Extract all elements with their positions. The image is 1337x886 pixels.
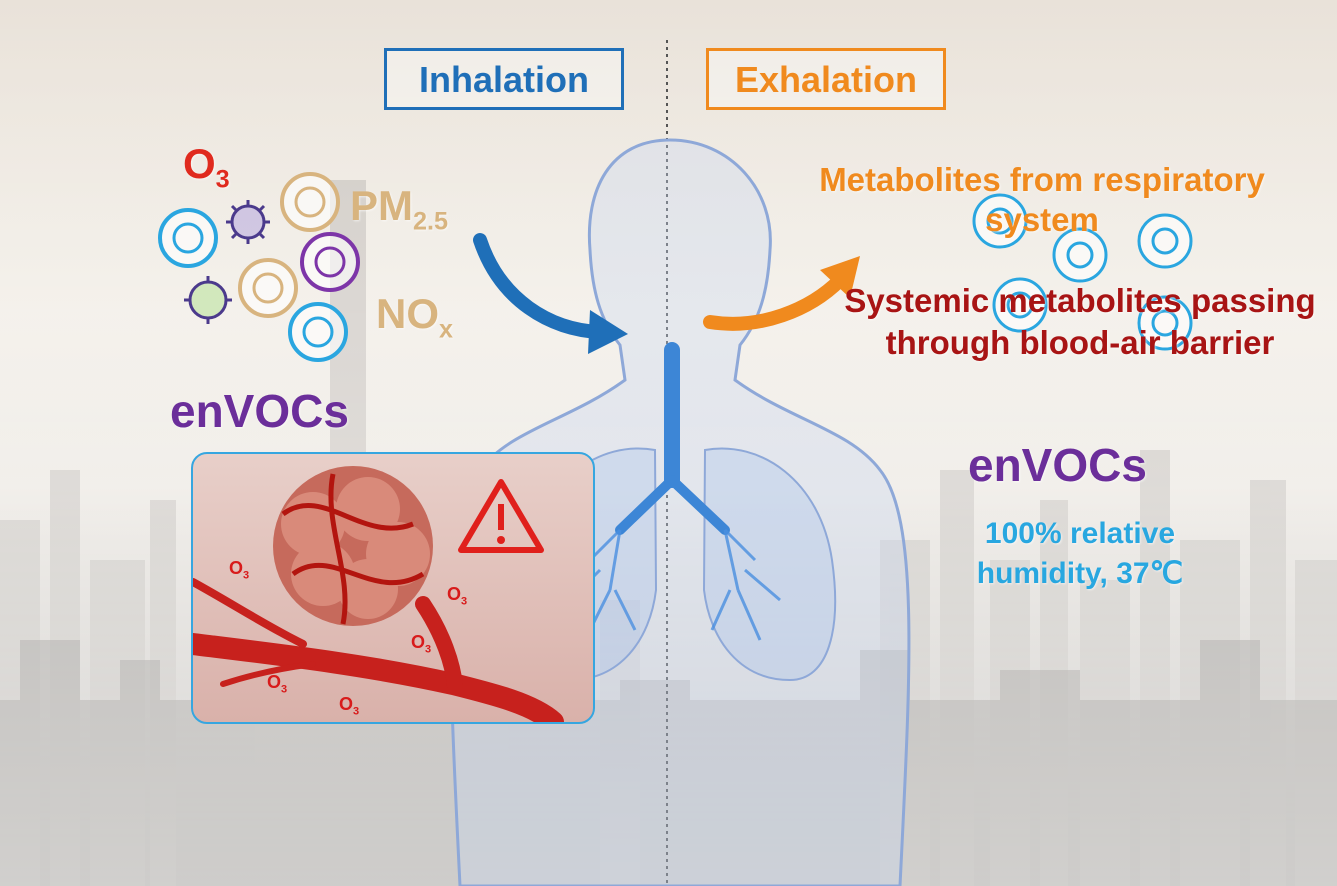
respiratory-metabolites-label: Metabolites from respiratory system bbox=[819, 161, 1265, 238]
airway-icon bbox=[615, 342, 730, 535]
particle-icon bbox=[992, 277, 1048, 333]
exhalation-label: Exhalation bbox=[706, 48, 946, 110]
warning-icon bbox=[458, 479, 544, 553]
particle-icon bbox=[1137, 213, 1193, 269]
pollutant-particles bbox=[158, 172, 360, 362]
inset-ozone-label: O3 bbox=[229, 558, 250, 582]
particle-icon bbox=[1137, 295, 1193, 351]
tumor-icon bbox=[273, 466, 433, 626]
particle-icon bbox=[300, 232, 360, 292]
inset-ozone-label: O3 bbox=[411, 632, 432, 656]
exhaled-particles bbox=[972, 193, 1193, 351]
pm25-label: PM2.5 bbox=[350, 182, 449, 236]
blood-vessel-icon bbox=[193, 578, 564, 722]
tumor-inset-panel: O3 O3 O3 O3 O3 bbox=[191, 452, 595, 724]
inhalation-label: Inhalation bbox=[384, 48, 624, 110]
exhalation-arrow bbox=[703, 256, 860, 331]
inset-ozone-label: O3 bbox=[267, 672, 288, 696]
virus-icon bbox=[184, 276, 232, 324]
envocs-inhaled-label: enVOCs bbox=[170, 385, 349, 437]
particle-icon bbox=[238, 258, 298, 318]
particle-icon bbox=[288, 302, 348, 362]
envocs-exhaled-label: enVOCs bbox=[968, 439, 1147, 491]
virus-icon bbox=[226, 200, 270, 244]
systemic-metabolites-label: Systemic metabolites passing through blo… bbox=[844, 282, 1316, 361]
nox-label: NOx bbox=[376, 290, 454, 344]
inset-ozone-label: O3 bbox=[339, 694, 360, 718]
humidity-temperature-label: 100% relative humidity, 37℃ bbox=[976, 517, 1184, 590]
ozone-label: O3 bbox=[183, 140, 230, 194]
inset-ozone-label: O3 bbox=[447, 584, 468, 608]
inhalation-arrow bbox=[473, 233, 628, 354]
inset-illustration bbox=[193, 466, 564, 722]
particle-icon bbox=[280, 172, 340, 232]
particle-icon bbox=[972, 193, 1028, 249]
particle-icon bbox=[158, 208, 218, 268]
particle-icon bbox=[1052, 227, 1108, 283]
